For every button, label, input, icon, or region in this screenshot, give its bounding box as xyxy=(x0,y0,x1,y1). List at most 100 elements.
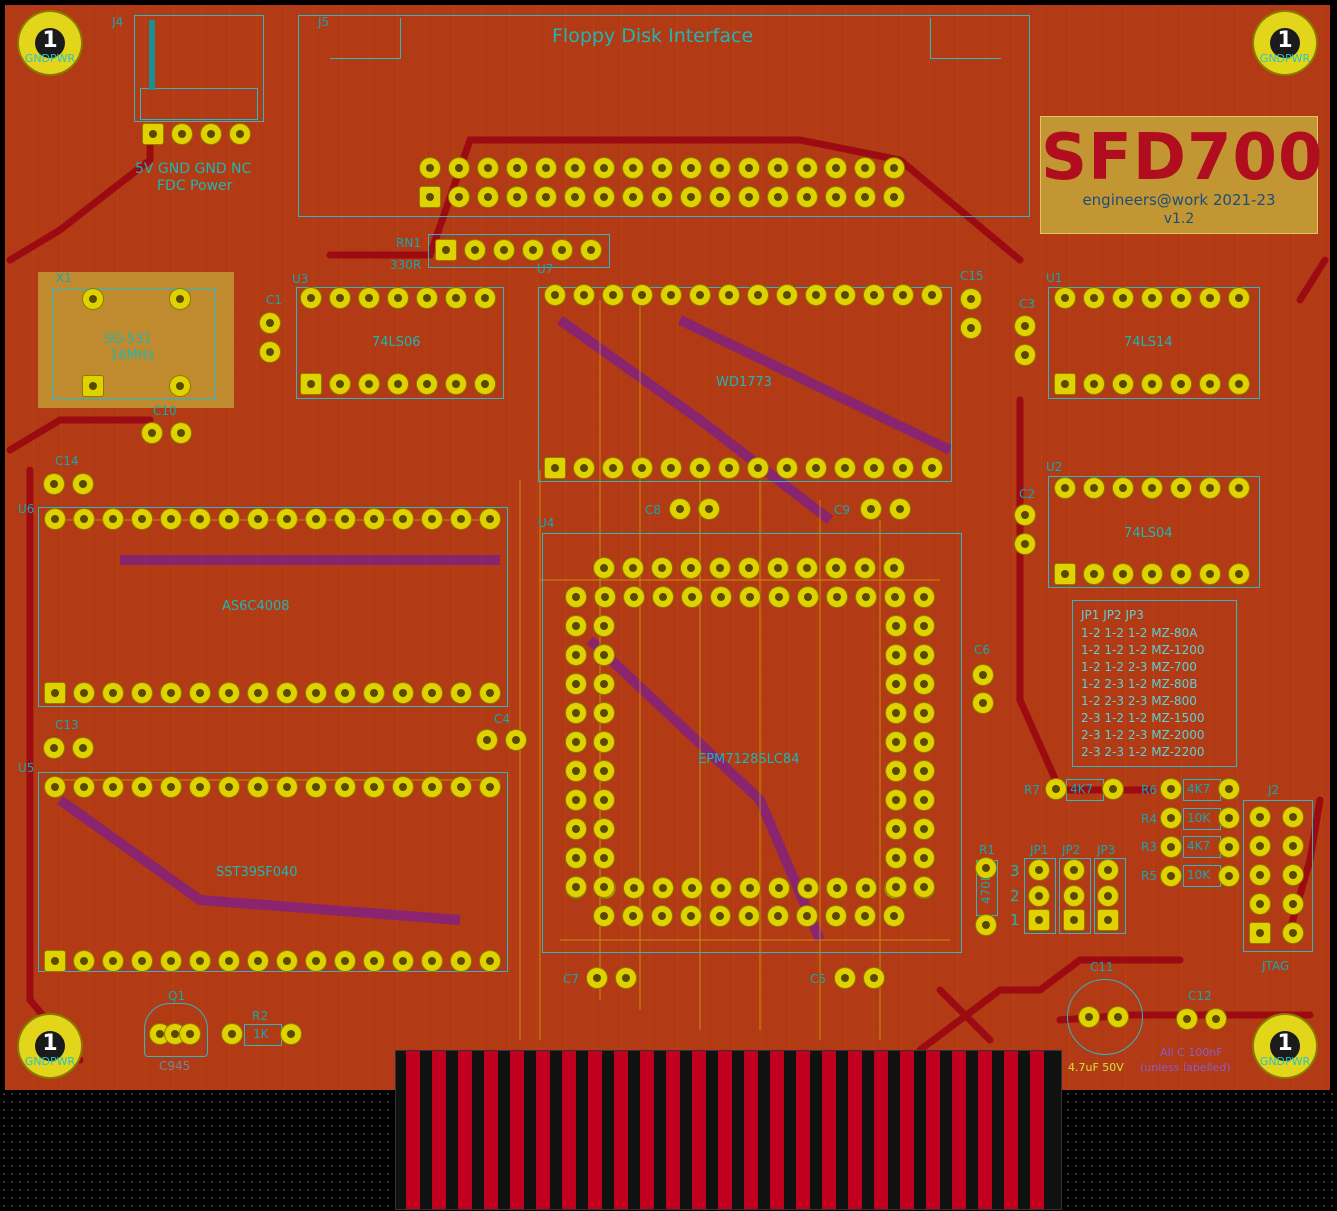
u6-pin[interactable] xyxy=(161,509,181,529)
u5-pin[interactable] xyxy=(190,777,210,797)
capacitor-pad[interactable] xyxy=(260,342,280,362)
capacitor-pad[interactable] xyxy=(670,499,690,519)
jumper-pin[interactable] xyxy=(1064,910,1084,930)
jtag-pin[interactable] xyxy=(1250,923,1270,943)
u4-pin[interactable] xyxy=(682,878,702,898)
u5-pin[interactable] xyxy=(103,951,123,971)
u3-pin[interactable] xyxy=(417,288,437,308)
j5-pin[interactable] xyxy=(623,187,643,207)
u5-pin[interactable] xyxy=(335,777,355,797)
u6-pin[interactable] xyxy=(103,683,123,703)
u4-pin[interactable] xyxy=(594,819,614,839)
capacitor-pad[interactable] xyxy=(1079,1007,1099,1027)
j5-pin[interactable] xyxy=(565,187,585,207)
u2-pin[interactable] xyxy=(1113,564,1133,584)
u4-pin[interactable] xyxy=(653,587,673,607)
capacitor-pad[interactable] xyxy=(961,289,981,309)
u5-pin[interactable] xyxy=(364,951,384,971)
u4-pin[interactable] xyxy=(827,878,847,898)
u4-pin[interactable] xyxy=(885,587,905,607)
u7-pin[interactable] xyxy=(690,285,710,305)
u1-pin[interactable] xyxy=(1171,374,1191,394)
u5-pin[interactable] xyxy=(393,777,413,797)
u6-pin[interactable] xyxy=(74,683,94,703)
resistor-pin[interactable] xyxy=(1161,779,1181,799)
capacitor-pad[interactable] xyxy=(699,499,719,519)
j4-pin[interactable] xyxy=(201,124,221,144)
u4-pin[interactable] xyxy=(681,558,701,578)
u4-pin[interactable] xyxy=(623,906,643,926)
jtag-pin[interactable] xyxy=(1250,836,1270,856)
jumper-pin[interactable] xyxy=(1098,860,1118,880)
r1-pin[interactable] xyxy=(976,858,996,878)
u4-pin[interactable] xyxy=(826,558,846,578)
u3-pin[interactable] xyxy=(446,374,466,394)
capacitor-pad[interactable] xyxy=(1015,316,1035,336)
u4-pin[interactable] xyxy=(855,906,875,926)
u3-pin[interactable] xyxy=(301,288,321,308)
u2-pin[interactable] xyxy=(1055,478,1075,498)
capacitor-pad[interactable] xyxy=(861,499,881,519)
u4-pin[interactable] xyxy=(681,906,701,926)
u7-pin[interactable] xyxy=(603,458,623,478)
u4-pin[interactable] xyxy=(798,878,818,898)
capacitor-pad[interactable] xyxy=(73,474,93,494)
u4-pin[interactable] xyxy=(594,703,614,723)
j5-pin[interactable] xyxy=(884,158,904,178)
capacitor-pad[interactable] xyxy=(973,665,993,685)
u7-pin[interactable] xyxy=(661,285,681,305)
capacitor-pad[interactable] xyxy=(44,738,64,758)
capacitor-pad[interactable] xyxy=(616,968,636,988)
u1-pin[interactable] xyxy=(1084,288,1104,308)
u6-pin[interactable] xyxy=(422,509,442,529)
jumper-pin[interactable] xyxy=(1029,886,1049,906)
u4-pin[interactable] xyxy=(739,906,759,926)
u5-pin[interactable] xyxy=(74,951,94,971)
u6-pin[interactable] xyxy=(451,683,471,703)
u7-pin[interactable] xyxy=(574,458,594,478)
u5-pin[interactable] xyxy=(364,777,384,797)
u4-pin[interactable] xyxy=(711,587,731,607)
u6-pin[interactable] xyxy=(219,509,239,529)
u6-pin[interactable] xyxy=(45,509,65,529)
j5-pin[interactable] xyxy=(420,187,440,207)
u4-pin[interactable] xyxy=(594,906,614,926)
u4-pin[interactable] xyxy=(566,819,586,839)
j5-pin[interactable] xyxy=(449,158,469,178)
u2-pin[interactable] xyxy=(1200,564,1220,584)
jtag-pin[interactable] xyxy=(1283,923,1303,943)
u6-pin[interactable] xyxy=(364,683,384,703)
jumper-pin[interactable] xyxy=(1098,910,1118,930)
j5-pin[interactable] xyxy=(478,158,498,178)
u2-pin[interactable] xyxy=(1171,478,1191,498)
u7-pin[interactable] xyxy=(719,458,739,478)
u3-pin[interactable] xyxy=(330,374,350,394)
u5-pin[interactable] xyxy=(335,951,355,971)
u4-pin[interactable] xyxy=(566,587,586,607)
rn1-pin[interactable] xyxy=(436,240,456,260)
u4-pin[interactable] xyxy=(566,674,586,694)
capacitor-pad[interactable] xyxy=(587,968,607,988)
u4-pin[interactable] xyxy=(710,558,730,578)
u7-pin[interactable] xyxy=(632,285,652,305)
u4-pin[interactable] xyxy=(624,587,644,607)
mounting-hole[interactable] xyxy=(1254,1015,1316,1077)
mounting-hole[interactable] xyxy=(19,12,81,74)
j5-pin[interactable] xyxy=(565,158,585,178)
u5-pin[interactable] xyxy=(103,777,123,797)
u2-pin[interactable] xyxy=(1113,478,1133,498)
j4-pin[interactable] xyxy=(143,124,163,144)
u4-pin[interactable] xyxy=(739,558,759,578)
j5-pin[interactable] xyxy=(507,187,527,207)
u1-pin[interactable] xyxy=(1200,288,1220,308)
jumper-pin[interactable] xyxy=(1098,886,1118,906)
capacitor-pad[interactable] xyxy=(890,499,910,519)
u4-pin[interactable] xyxy=(711,878,731,898)
u5-pin[interactable] xyxy=(451,777,471,797)
u4-pin[interactable] xyxy=(594,616,614,636)
capacitor-pad[interactable] xyxy=(961,318,981,338)
u7-pin[interactable] xyxy=(690,458,710,478)
capacitor-pad[interactable] xyxy=(142,423,162,443)
u4-pin[interactable] xyxy=(740,587,760,607)
u2-pin[interactable] xyxy=(1229,564,1249,584)
